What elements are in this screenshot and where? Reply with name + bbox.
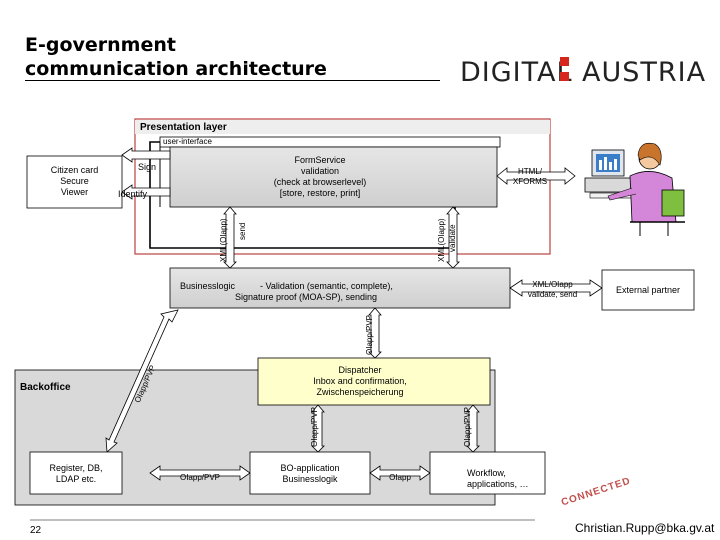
external-partner-box (601, 269, 695, 311)
form-service-title: FormService (294, 155, 346, 165)
html-xforms-label: HTML/ XFORMS (505, 167, 555, 187)
citizen-card-text: Citizen card Secure Viewer (27, 165, 122, 198)
footer-email: Christian.Rupp@bka.gv.at (575, 521, 715, 535)
form-service-store: [store, restore, print] (279, 188, 361, 198)
dispatcher-title: Dispatcher (338, 365, 382, 375)
page-number: 22 (30, 525, 42, 536)
dispatcher-line-3: Zwischenspeicherung (316, 387, 404, 397)
register-line-2: LDAP etc. (55, 474, 97, 484)
bo-application-line-2: Businesslogik (282, 474, 338, 484)
form-service-text: FormService validation (check at browser… (230, 155, 410, 199)
business-xml-line-1: XML/OIapp (532, 280, 573, 289)
workflow-text: Workflow, applications, … (467, 468, 529, 490)
workflow-line-2: applications, … (467, 479, 529, 489)
business-logic-line-1: Businesslogic - Validation (semantic, co… (180, 281, 393, 291)
html-xforms-line-2: XFORMS (512, 177, 548, 186)
bo-application-line-1: BO-application (280, 463, 340, 473)
dispatcher-left-oiapp-label: OIapp/PVP (310, 406, 319, 447)
xml-validate-label-1: XML(OIapp) (437, 218, 446, 262)
register-text: Register, DB, LDAP etc. (30, 463, 122, 485)
page-title: E-government communication architecture (25, 33, 327, 81)
logo-digital: DIGITAL (460, 57, 573, 88)
presentation-label-bar (135, 120, 550, 134)
business-xml-label: XML/OIapp validate, send (515, 280, 590, 300)
citizen-card-line-3: Viewer (60, 187, 89, 197)
logo-austria: AUSTRIA (582, 57, 707, 88)
external-partner-label: External partner (615, 285, 681, 295)
title-line-1: E-government (25, 34, 176, 56)
business-xml-line-2: validate, send (527, 290, 578, 299)
sign-label: Sign (138, 162, 157, 172)
workflow-line-1: Workflow, (467, 468, 506, 478)
title-line-2: communication architecture (25, 58, 327, 80)
register-box (29, 451, 123, 495)
bo-application-text: BO-application Businesslogik (250, 463, 370, 485)
dispatcher-text: Dispatcher Inbox and confirmation, Zwisc… (290, 365, 430, 398)
form-service-box (169, 146, 498, 208)
workflow-box (429, 451, 546, 495)
html-xforms-line-1: HTML/ (518, 167, 542, 176)
xml-send-label-1: XML(OIapp) (219, 218, 228, 262)
title-divider (25, 80, 440, 81)
person-computer-illustration (584, 142, 685, 236)
identify-arrow (121, 184, 171, 200)
form-service-validation: validation (300, 166, 340, 176)
logo-square-bottom (560, 72, 569, 81)
sign-arrow (121, 147, 171, 163)
identify-label: Identify (118, 189, 148, 199)
backoffice-label: Backoffice (20, 382, 71, 393)
business-oiapp-pvp-label: OIapp/PVP (365, 314, 374, 355)
dispatcher-box (257, 357, 491, 406)
bo-application-box (249, 451, 371, 495)
xml-validate-label-2: validate (448, 224, 457, 252)
logo-square-top (560, 57, 569, 66)
citizen-card-line-2: Secure (60, 176, 89, 186)
html-xforms-arrow (496, 167, 576, 185)
bo-workflow-arrow-label: OIapp (389, 473, 411, 482)
business-logic-box (169, 267, 511, 309)
business-logic-line-2: Signature proof (MOA-SP), sending (235, 292, 378, 302)
register-bo-arrow-label: OIapp/PVP (179, 473, 221, 482)
citizen-card-box (26, 155, 123, 209)
citizen-card-line-1: Citizen card (50, 165, 99, 175)
dispatcher-right-oiapp-label: OIapp/PVP (463, 406, 472, 447)
dispatcher-line-2: Inbox and confirmation, (313, 376, 407, 386)
user-interface-label: user-interface (163, 137, 212, 146)
form-service-check: (check at browserlevel) (273, 177, 367, 187)
register-line-1: Register, DB, (49, 463, 103, 473)
presentation-layer-frame (134, 118, 551, 255)
xml-send-label-2: send (238, 222, 247, 240)
presentation-layer-label: Presentation layer (140, 122, 227, 133)
